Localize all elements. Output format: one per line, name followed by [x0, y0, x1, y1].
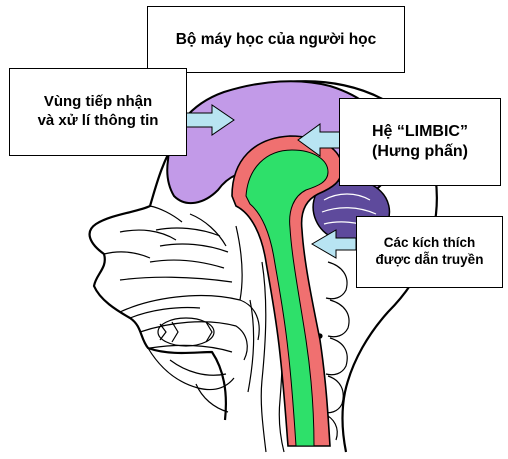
label-stimuli: Các kích thích được dẫn truyền [356, 216, 503, 288]
nasal-cavity [104, 206, 242, 300]
label-limbic-line1: Hệ “LIMBIC” [372, 122, 468, 142]
label-limbic-line2: (Hưng phấn) [372, 142, 468, 162]
label-reception-zone-line2: và xử lí thông tin [38, 112, 159, 131]
label-reception-zone: Vùng tiếp nhận và xử lí thông tin [9, 68, 187, 156]
label-learner-apparatus: Bộ máy học của người học [147, 6, 405, 73]
label-stimuli-line2: được dẫn truyền [376, 252, 484, 269]
label-stimuli-line1: Các kích thích [376, 235, 484, 252]
label-limbic-system: Hệ “LIMBIC” (Hưng phấn) [339, 98, 501, 186]
label-learner-apparatus-text: Bộ máy học của người học [176, 30, 377, 49]
label-reception-zone-line1: Vùng tiếp nhận [38, 93, 159, 112]
